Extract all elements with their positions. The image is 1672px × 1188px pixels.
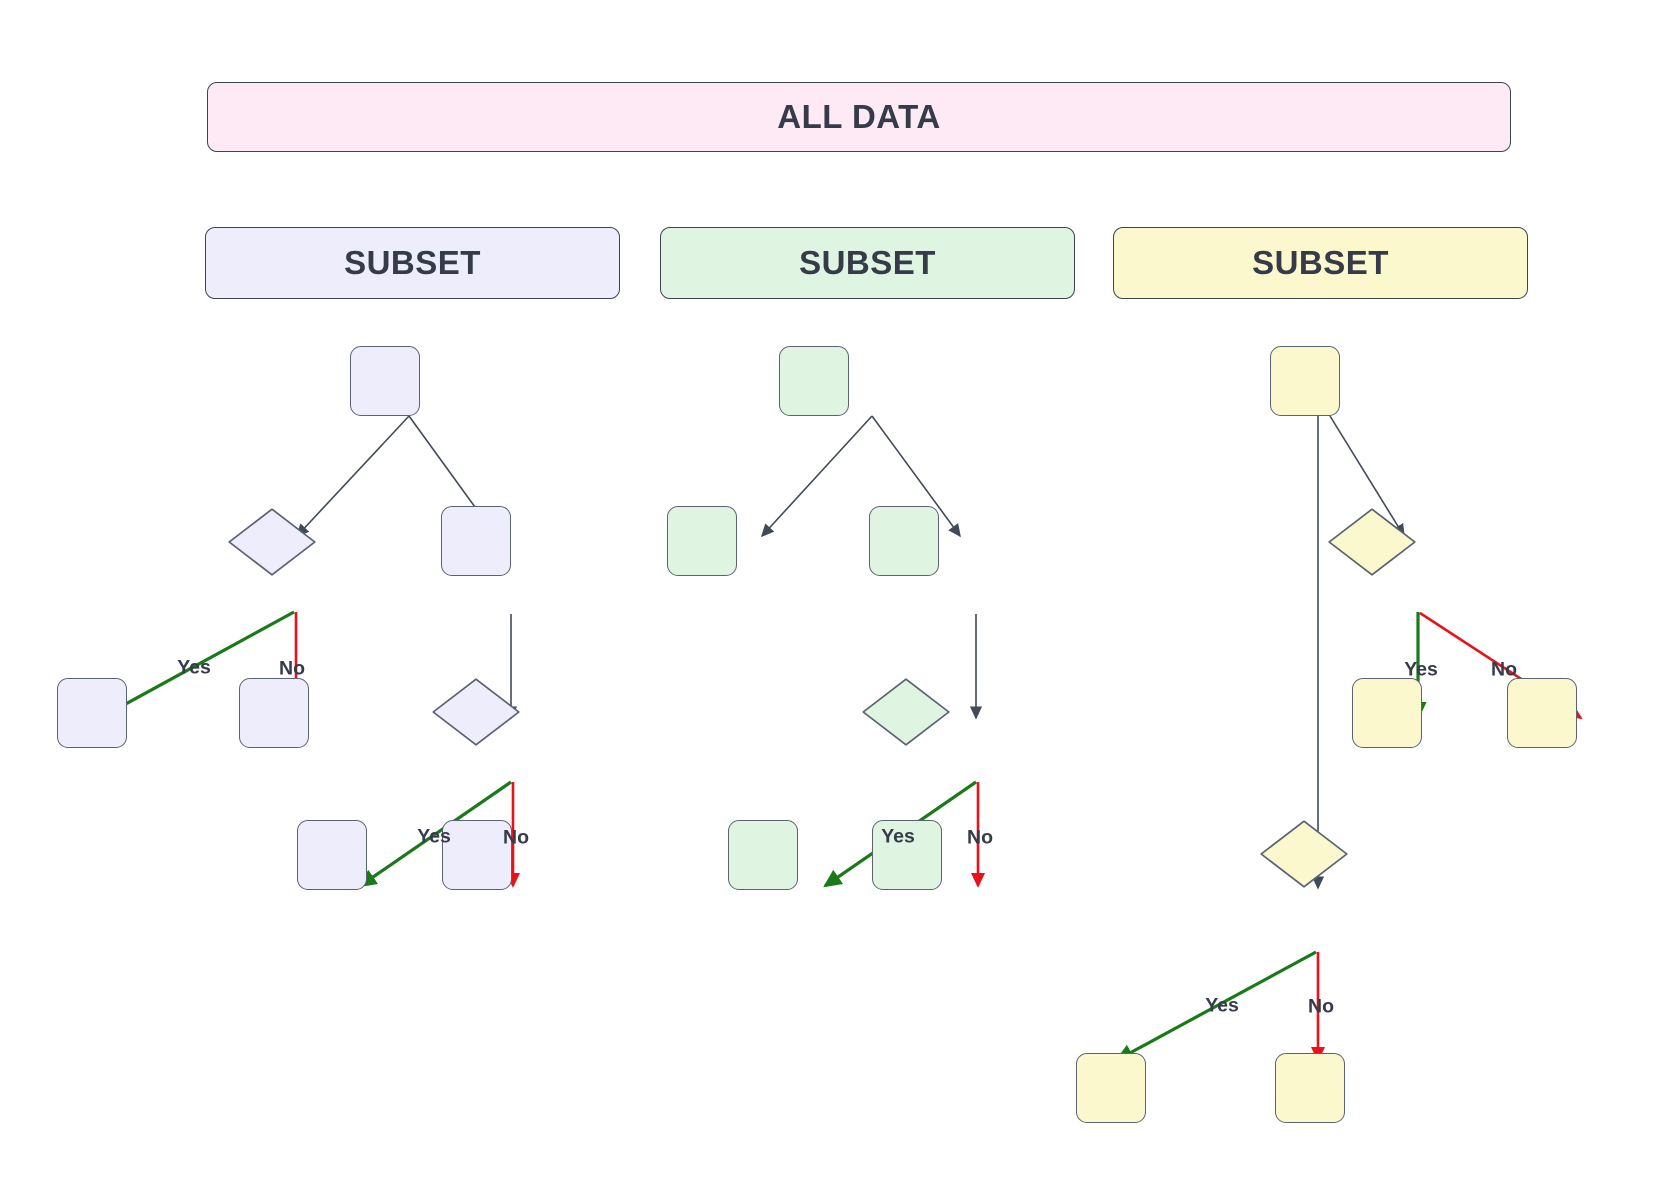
- node-t2-n1[interactable]: [667, 506, 737, 576]
- node-t1-leaf3[interactable]: [297, 820, 367, 890]
- node-t1-n2[interactable]: [441, 506, 511, 576]
- edge-label-t1-d1-to-leaf2: No: [279, 657, 305, 680]
- node-t3-leaf2[interactable]: [1507, 678, 1577, 748]
- node-t1-leaf2[interactable]: [239, 678, 309, 748]
- edge-label-t2-d1-to-leaf2: No: [967, 826, 993, 849]
- node-t2-leaf1[interactable]: [728, 820, 798, 890]
- node-t3-leaf4[interactable]: [1275, 1053, 1345, 1123]
- subset-band-1: SUBSET: [205, 227, 620, 299]
- all-data-band: ALL DATA: [207, 82, 1511, 152]
- node-t1-leaf1[interactable]: [57, 678, 127, 748]
- edge-t2-root-to-n1: [760, 415, 873, 538]
- decision-t3-d1[interactable]: [1328, 508, 1416, 576]
- edge-label-t3-d2-to-leaf4: No: [1308, 995, 1334, 1018]
- edge-label-t3-d1-to-leaf2: No: [1491, 658, 1517, 681]
- decision-t1-d1[interactable]: [228, 508, 316, 576]
- node-t2-root[interactable]: [779, 346, 849, 416]
- node-t1-leaf4[interactable]: [442, 820, 512, 890]
- edge-label-t3-d2-to-leaf3: Yes: [1205, 994, 1239, 1017]
- edge-label-t2-d1-to-leaf1: Yes: [881, 825, 915, 848]
- node-t2-leaf2[interactable]: [872, 820, 942, 890]
- node-t2-n2[interactable]: [869, 506, 939, 576]
- decision-t3-d2[interactable]: [1260, 820, 1348, 888]
- edge-label-t3-d1-to-leaf1: Yes: [1404, 658, 1438, 681]
- edge-label-t1-d2-to-leaf4: No: [503, 826, 529, 849]
- decision-t2-d1[interactable]: [862, 678, 950, 746]
- subset-band-3: SUBSET: [1113, 227, 1528, 299]
- edge-label-t1-d1-to-leaf1: Yes: [177, 656, 211, 679]
- node-t1-root[interactable]: [350, 346, 420, 416]
- node-t3-leaf3[interactable]: [1076, 1053, 1146, 1123]
- subset-band-2: SUBSET: [660, 227, 1075, 299]
- node-t3-root[interactable]: [1270, 346, 1340, 416]
- decision-t1-d2[interactable]: [432, 678, 520, 746]
- node-t3-leaf1[interactable]: [1352, 678, 1422, 748]
- edge-label-t1-d2-to-leaf3: Yes: [417, 825, 451, 848]
